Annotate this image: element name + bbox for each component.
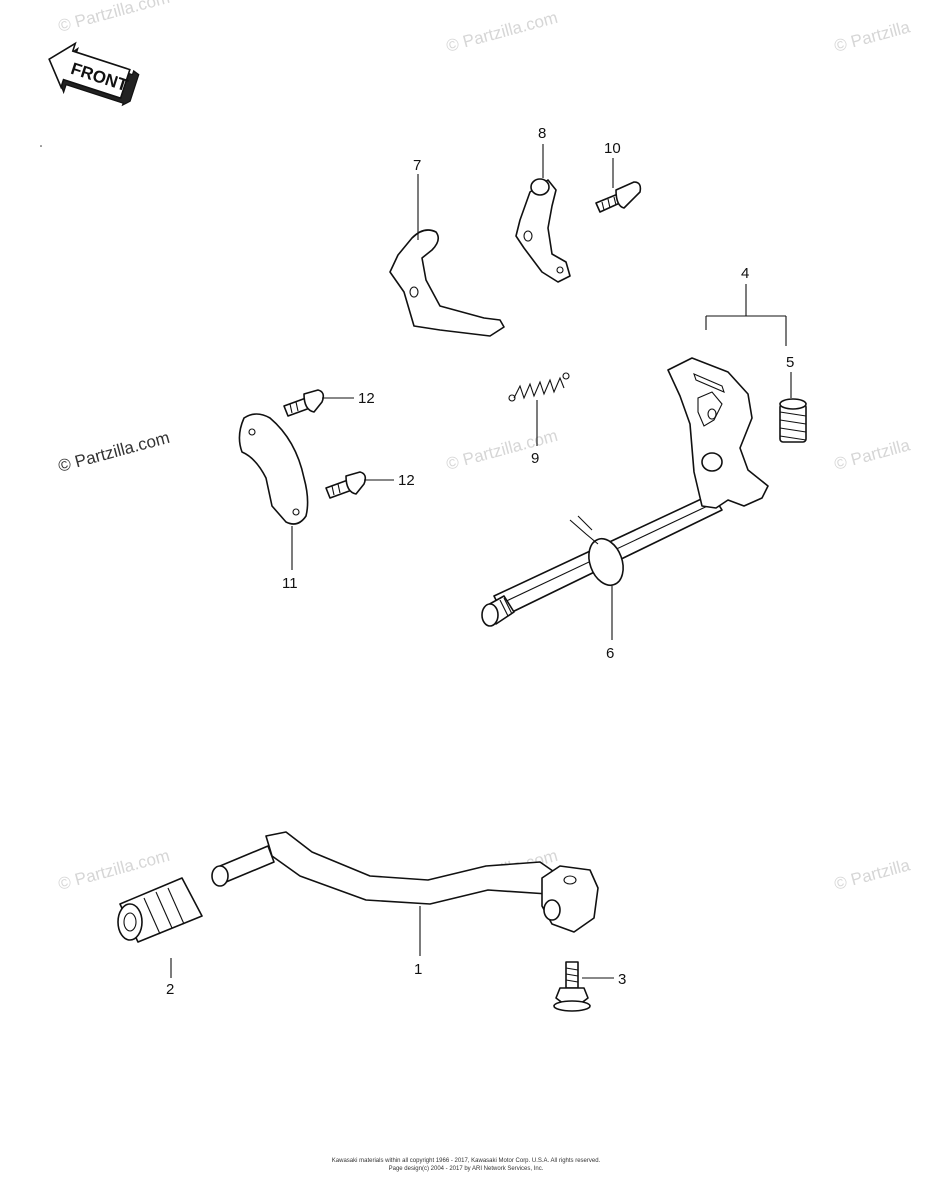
part-4-shift-shaft <box>481 357 769 640</box>
watermark: © Partzilla <box>832 435 913 474</box>
part-3-bolt <box>553 961 614 1012</box>
callout-12a: 12 <box>358 390 375 407</box>
callout-5: 5 <box>786 354 794 371</box>
part-10-bolt <box>595 158 642 213</box>
watermark: © Partzilla.com <box>444 426 560 474</box>
watermark: © Partzilla <box>832 17 913 56</box>
part-5-spring <box>779 372 807 443</box>
callout-1: 1 <box>414 961 422 978</box>
front-arrow: FRONT <box>48 41 140 107</box>
part-7-bracket <box>389 174 505 337</box>
callout-8: 8 <box>538 125 546 142</box>
footer-page-design: Page design(c) 2004 - 2017 by ARI Networ… <box>388 1166 544 1172</box>
part-9-spring <box>508 372 570 446</box>
part-2-peg-rubber <box>117 877 203 978</box>
part-12-bolt-upper <box>283 389 354 417</box>
watermark: © Partzilla.com <box>56 0 172 36</box>
part-4-group-bracket <box>705 284 787 346</box>
callout-7: 7 <box>413 157 421 174</box>
footer-copyright: Kawasaki materials within all copyright … <box>331 1158 601 1164</box>
part-11-plate <box>238 413 309 570</box>
callout-2: 2 <box>166 981 174 998</box>
part-12-bolt-lower <box>325 471 394 499</box>
callout-6: 6 <box>606 645 614 662</box>
watermark: © Partzilla.com <box>444 8 560 56</box>
watermark: © Partzilla <box>832 855 913 894</box>
callout-9: 9 <box>531 450 539 467</box>
part-8-lever <box>515 144 571 283</box>
callout-4: 4 <box>741 265 749 282</box>
watermark: © Partzilla.com <box>56 846 172 894</box>
callout-11: 11 <box>282 575 298 592</box>
part-1-shift-lever <box>211 831 599 956</box>
watermarks: © Partzilla.com © Partzilla.com © Partzi… <box>56 0 913 894</box>
callout-12b: 12 <box>398 472 415 489</box>
callout-3: 3 <box>618 971 626 988</box>
dot-mark <box>40 145 42 147</box>
callout-10: 10 <box>604 140 621 157</box>
watermark-dark: © Partzilla.com <box>56 428 172 476</box>
